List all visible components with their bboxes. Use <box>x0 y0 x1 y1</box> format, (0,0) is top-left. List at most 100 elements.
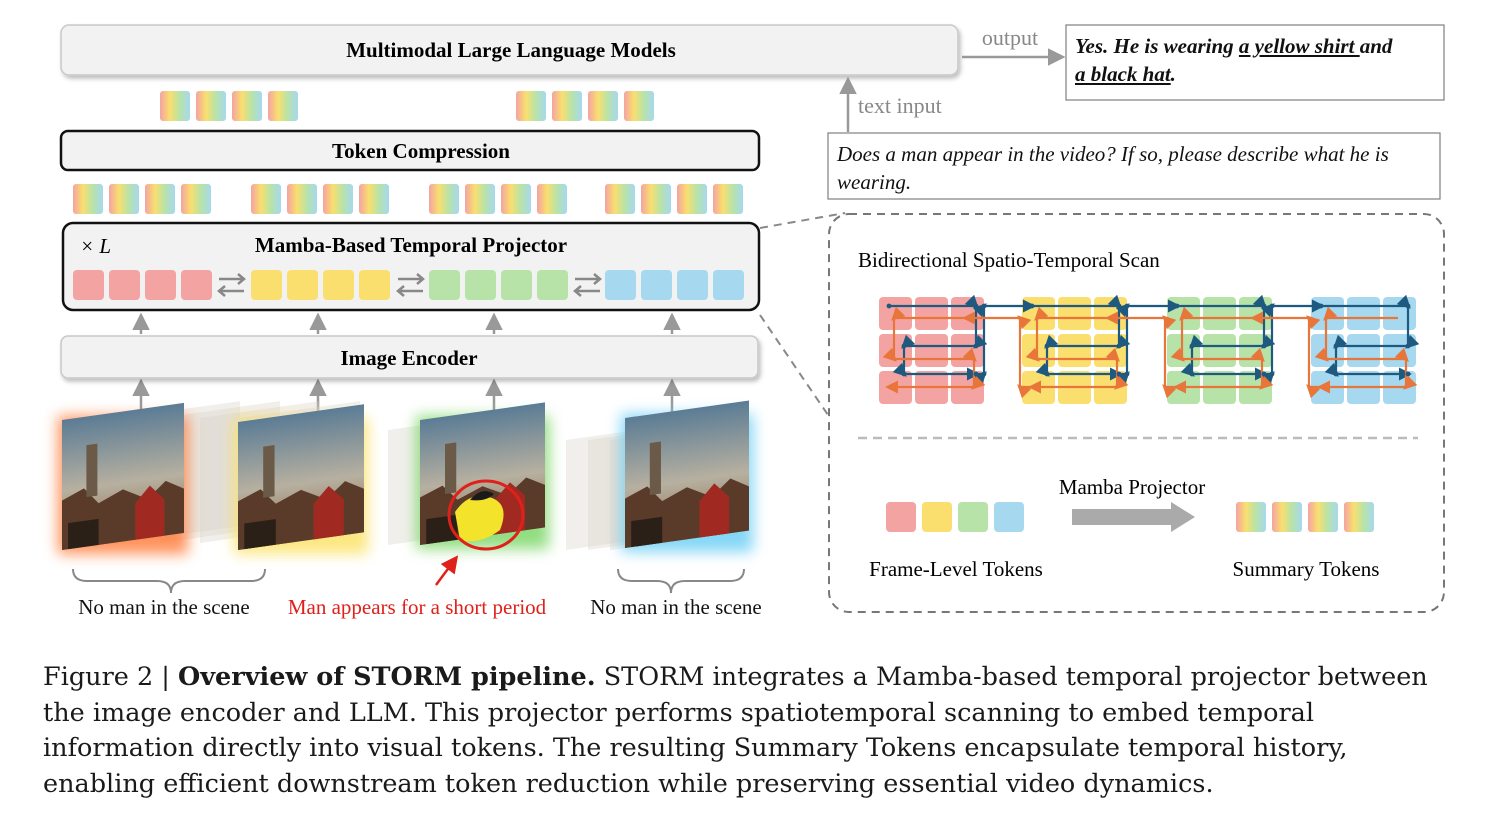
question-text: Does a man appear in the video? If so, p… <box>837 142 1389 194</box>
scan-token <box>1058 297 1091 330</box>
token-compression-block: Token Compression <box>59 129 761 172</box>
answer-highlight-2: a black hat <box>1075 62 1171 86</box>
scan-node <box>1116 371 1122 377</box>
token-compression-label: Token Compression <box>332 139 510 163</box>
caption-body: STORM integrates a Mamba-based temporal … <box>43 662 1428 799</box>
frame-level-tokens-legend <box>886 502 1024 532</box>
scan-token <box>1311 334 1344 367</box>
man-highlight-arrow <box>434 555 459 586</box>
frame-token <box>429 270 460 300</box>
frame-token <box>109 270 140 300</box>
scan-path <box>882 306 1418 399</box>
man-highlight-circle <box>447 479 525 551</box>
summary-token <box>145 184 175 214</box>
mamba-projector-block: × L Mamba-Based Temporal Projector <box>61 221 761 312</box>
summary-token <box>605 184 635 214</box>
frame-token <box>287 270 318 300</box>
detail-connector-top <box>759 212 846 229</box>
summary-token <box>501 184 531 214</box>
answer-highlight-1: a yellow shirt <box>1238 34 1360 58</box>
image-encoder-block: Image Encoder <box>60 335 759 379</box>
frame-level-token <box>922 502 952 532</box>
summary-token <box>251 184 281 214</box>
frame-level-token <box>994 502 1024 532</box>
detail-box <box>828 213 1445 613</box>
summary-label: Summary Tokens <box>1233 557 1380 581</box>
scan-token <box>879 297 912 330</box>
projector-output-summary-tokens <box>73 184 743 214</box>
scan-node <box>1189 371 1195 377</box>
projector-frame-tokens <box>73 270 744 300</box>
scan-token <box>1022 297 1055 330</box>
scan-title: Bidirectional Spatio-Temporal Scan <box>858 248 1160 272</box>
scan-node <box>901 343 907 349</box>
summary-token <box>465 184 495 214</box>
summary-token <box>1272 502 1302 532</box>
scan-node <box>1044 371 1050 377</box>
black-hat <box>470 491 494 501</box>
frame-token <box>181 270 212 300</box>
summary-tokens-legend <box>1236 502 1374 532</box>
frame-token <box>251 270 282 300</box>
scan-token <box>1203 334 1236 367</box>
frame-group-label-3: No man in the scene <box>590 595 761 619</box>
summary-token <box>73 184 103 214</box>
scan-node <box>1174 303 1180 309</box>
scan-token <box>1311 297 1344 330</box>
summary-token <box>713 184 743 214</box>
scan-node <box>1261 343 1267 349</box>
caption-prefix: Figure 2 | <box>43 662 179 692</box>
frame-token <box>145 270 176 300</box>
scan-node <box>1116 303 1122 309</box>
summary-token <box>1344 502 1374 532</box>
summary-token <box>588 91 618 121</box>
scan-grid <box>879 294 1420 404</box>
scan-node <box>973 371 979 377</box>
answer-suffix: . <box>1170 62 1176 86</box>
scan-node <box>1405 371 1411 377</box>
mamba-projector-arrow <box>1072 502 1195 532</box>
output-label: output <box>982 25 1038 50</box>
summary-token <box>196 91 226 121</box>
keyframe-2 <box>234 404 368 554</box>
scan-node <box>1333 371 1339 377</box>
scan-node <box>1405 303 1411 309</box>
scan-node <box>973 303 979 309</box>
scan-node <box>973 343 979 349</box>
keyframe-1 <box>58 402 188 554</box>
scan-node <box>1189 343 1195 349</box>
caption-title: Overview of STORM pipeline. <box>178 662 596 692</box>
text-input-label: text input <box>858 93 942 118</box>
mllm-label: Multimodal Large Language Models <box>346 38 676 62</box>
scan-node <box>886 303 892 309</box>
scan-token <box>879 334 912 367</box>
scan-token <box>1167 334 1200 367</box>
scan-node <box>1333 343 1339 349</box>
summary-token <box>181 184 211 214</box>
summary-token <box>287 184 317 214</box>
frame-token <box>73 270 104 300</box>
summary-token <box>1308 502 1338 532</box>
summary-token <box>160 91 190 121</box>
video-frames <box>58 400 753 554</box>
frame-token <box>465 270 496 300</box>
frame-level-token <box>958 502 988 532</box>
scan-token <box>1167 297 1200 330</box>
answer-prefix: Yes. He is wearing <box>1075 34 1239 58</box>
scan-token <box>1347 334 1380 367</box>
scan-node <box>1261 303 1267 309</box>
scan-token <box>951 297 984 330</box>
summary-token <box>323 184 353 214</box>
scan-token <box>1203 297 1236 330</box>
scan-token <box>1383 334 1416 367</box>
keyframe-4 <box>621 400 753 552</box>
frame-token <box>713 270 744 300</box>
summary-token <box>429 184 459 214</box>
scan-token <box>1022 334 1055 367</box>
summary-token <box>1236 502 1266 532</box>
scan-token <box>1239 297 1272 330</box>
question-box <box>827 132 1441 200</box>
scan-token <box>1383 297 1416 330</box>
scan-token <box>1094 334 1127 367</box>
